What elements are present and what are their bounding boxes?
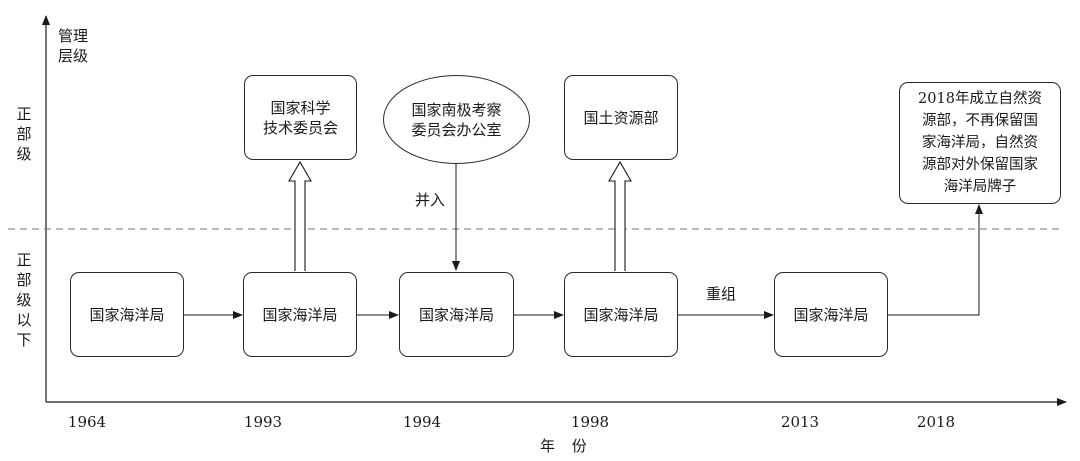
node-soa-1964: 国家海洋局 bbox=[70, 272, 184, 357]
node-land-ministry: 国土资源部 bbox=[564, 75, 678, 160]
hollow-up-arrow-1998 bbox=[608, 160, 632, 271]
year-label: 2013 bbox=[780, 413, 820, 431]
node-soa-1994: 国家海洋局 bbox=[399, 272, 514, 357]
year-label: 1964 bbox=[67, 413, 107, 431]
year-label: 2018 bbox=[916, 413, 956, 431]
year-label: 1998 bbox=[570, 413, 610, 431]
hollow-up-arrow-1993 bbox=[288, 160, 312, 271]
year-label: 1993 bbox=[243, 413, 283, 431]
merge-label: 并入 bbox=[415, 191, 446, 209]
node-antarctic-office: 国家南极考察 委员会办公室 bbox=[383, 75, 530, 164]
upper-level-label: 正 部 级 bbox=[16, 105, 32, 163]
node-sci-committee: 国家科学 技术委员会 bbox=[244, 75, 357, 160]
node-soa-2013: 国家海洋局 bbox=[774, 272, 888, 357]
reorganize-label: 重组 bbox=[706, 285, 737, 303]
node-soa-1998: 国家海洋局 bbox=[564, 272, 678, 357]
y-axis-title: 管理 层级 bbox=[58, 27, 89, 65]
node-soa-1993: 国家海洋局 bbox=[243, 272, 357, 357]
lower-level-label: 正 部 级 以 下 bbox=[16, 251, 32, 349]
node-2018-note: 2018年成立自然资 源部，不再保留国 家海洋局，自然资 源部对外保留国家 海洋… bbox=[899, 82, 1061, 204]
year-label: 1994 bbox=[402, 413, 442, 431]
x-axis-title: 年 份 bbox=[540, 437, 593, 455]
arrow-to-2018-note bbox=[888, 204, 983, 316]
